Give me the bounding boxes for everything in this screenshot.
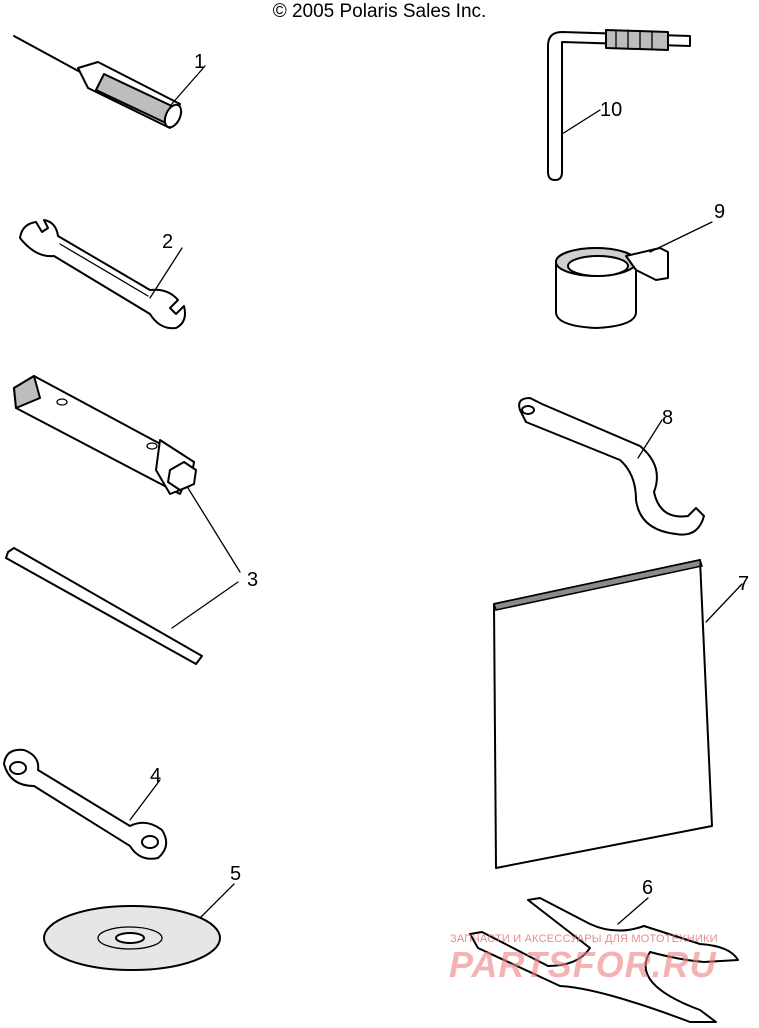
handle-bar-part <box>5 547 239 665</box>
callout-7: 7 <box>738 573 749 595</box>
callout-1: 1 <box>194 51 205 73</box>
callout-6: 6 <box>642 877 653 899</box>
open-end-wrench-part <box>19 219 186 330</box>
hex-key-part <box>547 29 691 181</box>
owners-manual-part <box>493 559 743 869</box>
callout-10: 10 <box>600 99 622 121</box>
screwdriver-part <box>13 35 206 129</box>
callout-3: 3 <box>247 569 258 591</box>
tube-socket-wrench-part <box>13 375 241 573</box>
copyright-text: © 2005 Polaris Sales Inc. <box>272 1 487 22</box>
callout-5: 5 <box>230 863 241 885</box>
watermark-logo: PARTSFOR.RU <box>449 944 717 985</box>
disc-part <box>43 883 235 971</box>
callout-4: 4 <box>150 765 161 787</box>
watermark-tagline: ЗАПЧАСТИ И АКСЕССУАРЫ ДЛЯ МОТОТЕХНИКИ <box>450 933 718 945</box>
fork-tool-part <box>469 897 739 1023</box>
spanner-wrench-part <box>518 397 705 536</box>
callout-2: 2 <box>162 231 173 253</box>
callout-8: 8 <box>662 407 673 429</box>
strap-clip-part <box>555 221 713 329</box>
box-end-wrench-part <box>3 748 168 860</box>
callout-9: 9 <box>714 201 725 223</box>
